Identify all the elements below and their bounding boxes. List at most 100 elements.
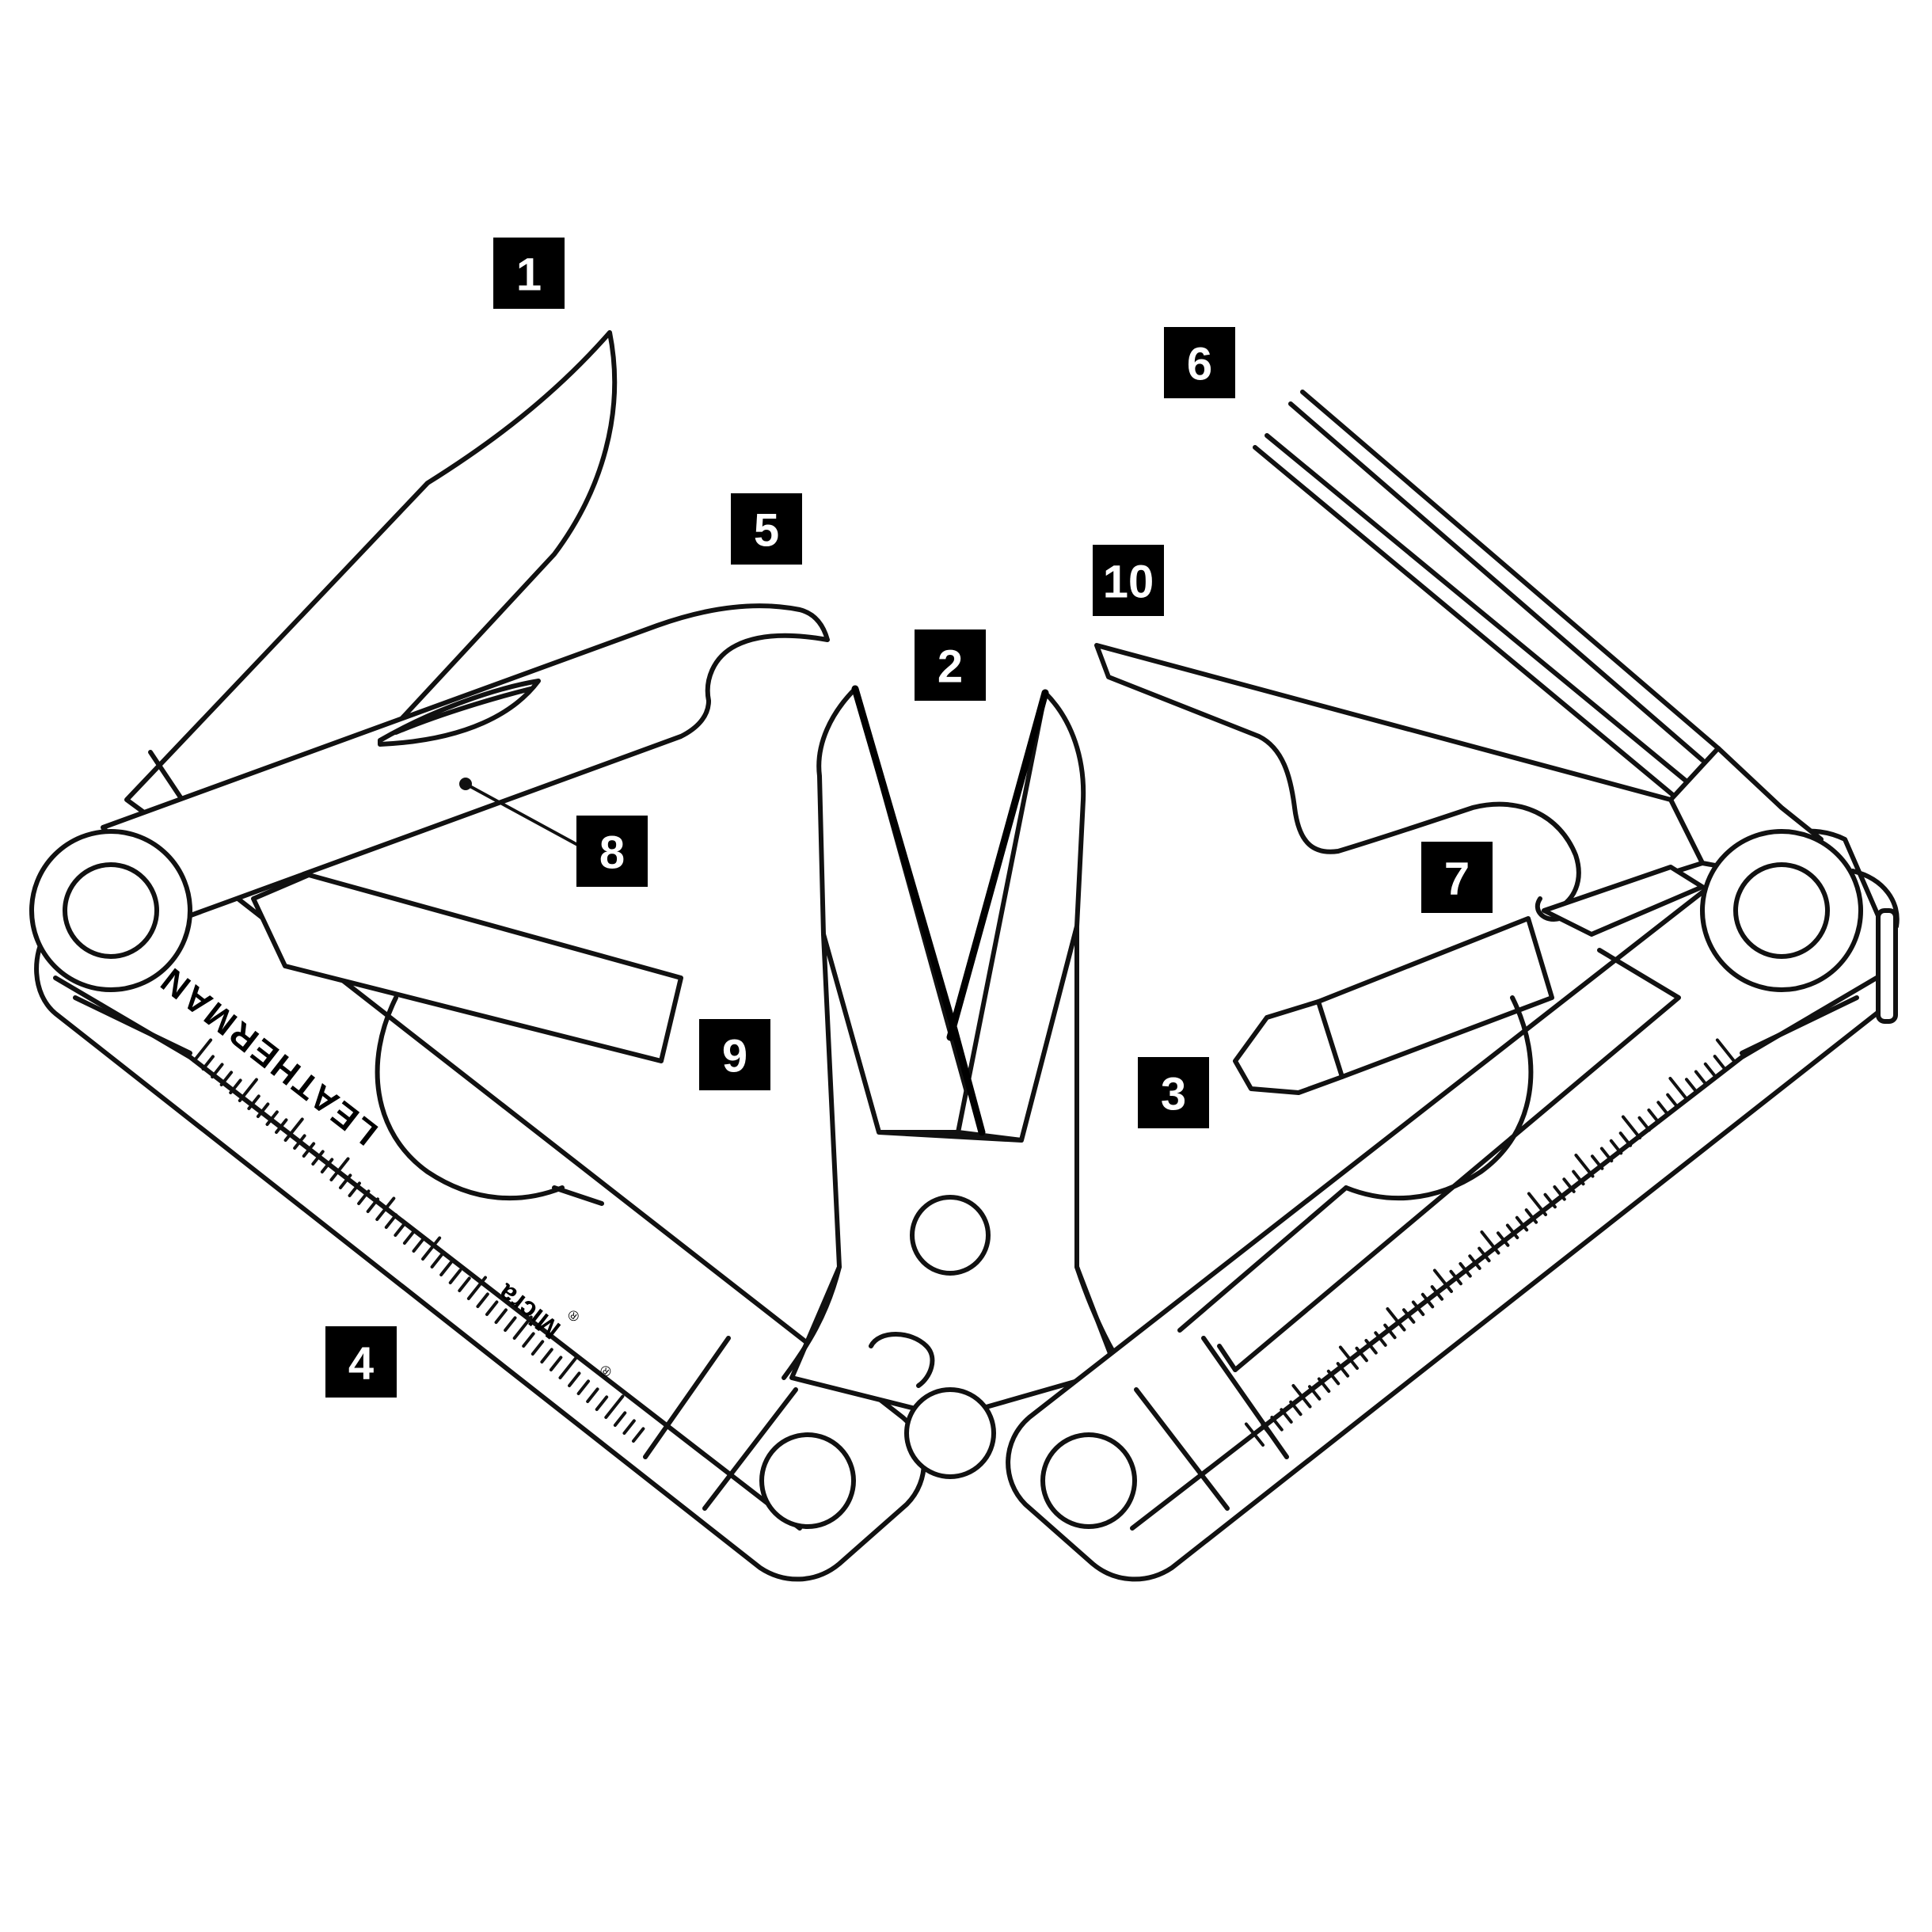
ruler-tick: [1574, 1153, 1595, 1178]
callout-10: 10: [1093, 545, 1164, 616]
ruler-tick: [1355, 1346, 1368, 1363]
ruler-tick: [622, 1419, 636, 1435]
ruler-tick: [211, 1063, 224, 1078]
ruler-tick: [1685, 1078, 1698, 1093]
ruler-tick: [604, 1394, 625, 1419]
callout-1: 1: [493, 238, 565, 309]
ruler-tick: [311, 1150, 325, 1166]
ruler-tick: [632, 1427, 645, 1443]
ruler-tick: [1449, 1269, 1462, 1286]
ruler-tick: [1713, 1055, 1727, 1071]
ruler-tick: [1468, 1254, 1481, 1270]
ruler-tick: [412, 1237, 425, 1253]
ruler-tick: [1524, 1208, 1538, 1224]
callout-label: 7: [1444, 854, 1470, 905]
callout-8: 8: [576, 816, 648, 887]
ruler-tick: [1666, 1093, 1679, 1109]
left-pivot: [29, 829, 192, 992]
callout-4: 4: [325, 1326, 397, 1398]
ruler-tick: [1621, 1115, 1641, 1139]
ruler-tick: [439, 1261, 453, 1276]
callout-label: 4: [348, 1338, 374, 1390]
ruler-tick: [430, 1253, 444, 1268]
callout-label: 6: [1187, 339, 1212, 390]
knife-blade: [124, 330, 618, 889]
flat-screwdriver: [1094, 643, 1705, 922]
ruler-tick: [265, 1110, 279, 1126]
ruler-tick: [1411, 1300, 1425, 1317]
bottle-opener: [101, 603, 830, 921]
right-pivot: [1700, 829, 1863, 992]
ruler-tick: [247, 1094, 261, 1110]
right-end-pivot: [1040, 1432, 1137, 1529]
ruler-tick: [531, 1340, 545, 1356]
file-blade: [251, 873, 683, 1063]
ruler-tick: [1374, 1331, 1387, 1347]
callout-5: 5: [731, 493, 802, 565]
ruler-tick: [448, 1268, 462, 1284]
ruler-tick: [366, 1197, 380, 1213]
ruler-tick: [275, 1118, 288, 1134]
ruler-tick: [1553, 1185, 1566, 1201]
ruler-tick: [1527, 1192, 1547, 1216]
ruler-tick: [586, 1387, 599, 1403]
ruler-tick: [494, 1308, 508, 1324]
ruler-tick: [1291, 1383, 1312, 1409]
ruler-tick: [256, 1102, 270, 1118]
ruler-tick: [1618, 1131, 1633, 1147]
ruler-tick: [595, 1395, 609, 1411]
ruler-tick: [384, 1213, 398, 1229]
ruler-tick: [1497, 1231, 1510, 1247]
ruler-tick: [421, 1236, 442, 1261]
keyring-icon: [1850, 869, 1900, 1024]
ruler-tick: [302, 1142, 316, 1158]
ruler-tick: [1383, 1323, 1397, 1340]
ruler-tick: [1261, 1423, 1274, 1439]
callout-label: 3: [1161, 1069, 1186, 1120]
callout-7: 7: [1421, 842, 1493, 913]
ruler-tick: [348, 1181, 361, 1197]
blade-7: [1542, 865, 1705, 937]
ruler-tick: [1244, 1422, 1265, 1447]
ruler-tick: [1478, 1246, 1491, 1263]
ruler-tick: [522, 1332, 535, 1348]
ruler-tick: [1715, 1038, 1736, 1063]
callout-label: 5: [754, 505, 779, 557]
right-ruler: [1244, 1038, 1736, 1447]
ruler-tick: [1364, 1339, 1378, 1355]
callout-label: 8: [599, 827, 625, 879]
ruler-tick: [1420, 1292, 1435, 1309]
ruler-tick: [1637, 1116, 1651, 1132]
ruler-tick: [293, 1134, 306, 1150]
callout-label: 1: [516, 249, 542, 301]
ruler-tick: [549, 1356, 563, 1371]
ruler-tick: [576, 1379, 591, 1395]
ruler-tick: [402, 1229, 416, 1245]
ruler-tick: [1280, 1408, 1293, 1424]
ruler-tick: [1326, 1369, 1341, 1386]
ruler-tick: [1599, 1147, 1614, 1163]
callout-label: 10: [1103, 557, 1154, 608]
ruler-tick: [568, 1371, 581, 1387]
ruler-tick: [1338, 1345, 1359, 1370]
ruler-tick: [458, 1276, 471, 1292]
ruler-tick: [1543, 1192, 1557, 1209]
ruler-tick: [476, 1292, 489, 1308]
callout-3: 3: [1138, 1057, 1209, 1128]
ruler-tick: [192, 1038, 213, 1063]
ruler-tick: [485, 1300, 499, 1316]
ruler-tick: [1317, 1377, 1331, 1394]
ruler-tick: [1308, 1385, 1322, 1401]
left-pivot-plate: [375, 995, 604, 1206]
ruler-tick: [1668, 1076, 1689, 1101]
ruler-tick: [1656, 1101, 1670, 1116]
ruler-tick: [1694, 1070, 1708, 1086]
ruler-tick: [558, 1355, 579, 1379]
ruler-tick: [512, 1315, 533, 1340]
ruler-tick: [504, 1316, 517, 1332]
ruler-tick: [1289, 1400, 1303, 1417]
callout-label: 2: [937, 641, 963, 693]
left-end-pivot: [759, 1432, 856, 1529]
ruler-tick: [1480, 1230, 1500, 1255]
